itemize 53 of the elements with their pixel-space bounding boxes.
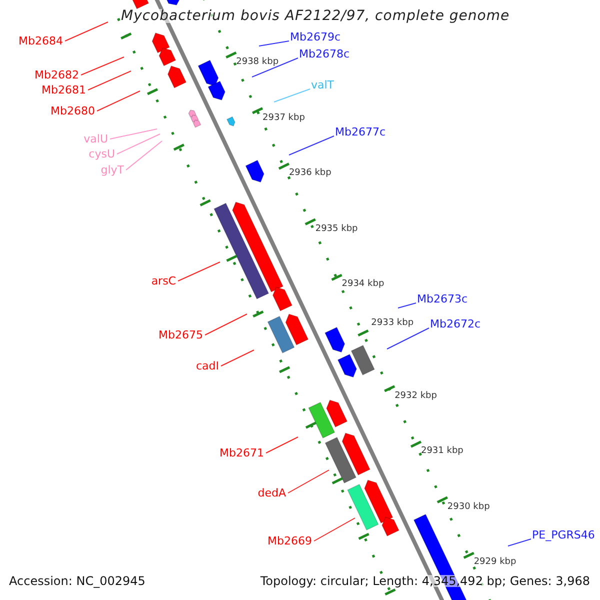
leader-line bbox=[80, 56, 124, 76]
leader-line bbox=[386, 328, 430, 350]
leader-line bbox=[110, 128, 158, 140]
gene-label: Mb2680 bbox=[50, 106, 95, 116]
gene-label: PE_PGRS46 bbox=[532, 529, 595, 540]
scale-label: 2933 kbp bbox=[371, 319, 414, 328]
leader-line bbox=[266, 436, 298, 454]
gene-label: Mb2679c bbox=[290, 31, 341, 42]
gene-label: Mb2671 bbox=[220, 448, 264, 458]
leader-line bbox=[88, 70, 132, 90]
leader-line bbox=[252, 58, 298, 78]
gene-label: Mb2672c bbox=[430, 318, 481, 330]
leader-line bbox=[288, 136, 334, 156]
scale-label: 2936 kbp bbox=[288, 169, 332, 178]
gene-label: cysU bbox=[88, 148, 115, 160]
leader-line bbox=[314, 518, 356, 542]
leader-line bbox=[220, 350, 254, 366]
gene-label: valU bbox=[84, 134, 108, 144]
scale-label: 2934 kbp bbox=[342, 280, 384, 290]
scale-label: 2937 kbp bbox=[262, 114, 305, 123]
gene-label: cadI bbox=[196, 360, 219, 372]
leader-line bbox=[178, 262, 220, 282]
gene-label: Mb2675 bbox=[158, 330, 203, 340]
leader-line bbox=[288, 470, 330, 494]
gene-label: Mb2677c bbox=[335, 126, 386, 138]
scale-label: 2935 kbp bbox=[315, 224, 358, 234]
scale-label: 2929 kbp bbox=[474, 558, 516, 568]
gene-label: Mb2684 bbox=[18, 36, 63, 46]
leader-line bbox=[96, 90, 140, 112]
footer-text: Topology: circular; Length: 4,345,492 bp; Genes: 3,968 bbox=[260, 575, 590, 587]
gene-label: glyT bbox=[100, 164, 124, 176]
gene-label: valT bbox=[311, 79, 334, 90]
leader-line bbox=[274, 88, 310, 102]
gene-label: dedA bbox=[258, 488, 286, 498]
footer-text: Accession: NC_002945 bbox=[9, 575, 146, 587]
leader-line bbox=[204, 314, 248, 336]
leader-line bbox=[126, 140, 162, 170]
leader-line bbox=[258, 40, 290, 46]
leader-line bbox=[398, 302, 416, 308]
gene-label: Mb2673c bbox=[417, 293, 468, 304]
gene-label: Mb2681 bbox=[42, 84, 86, 96]
gene-label: Mb2682 bbox=[34, 70, 79, 80]
leader-line bbox=[116, 134, 160, 154]
gene-label: Mb2669 bbox=[268, 536, 312, 546]
leader-line bbox=[508, 538, 532, 546]
leader-line bbox=[64, 22, 108, 42]
scale-label: 2931 kbp bbox=[420, 447, 464, 456]
gene-label: Mb2678c bbox=[299, 48, 350, 60]
scale-label: 2932 kbp bbox=[394, 392, 437, 401]
scale-label: 2930 kbp bbox=[447, 502, 490, 512]
diagram-title: Mycobacterium bovis AF2122/97, complete genome bbox=[121, 9, 510, 23]
scale-label: 2938 kbp bbox=[236, 58, 279, 67]
gene-label: arsC bbox=[151, 276, 176, 286]
